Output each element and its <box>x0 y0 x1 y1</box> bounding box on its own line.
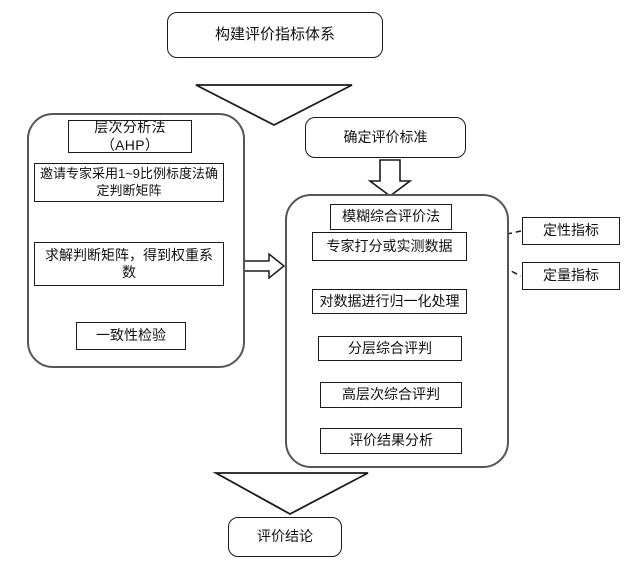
node-define-criteria[interactable]: 确定评价标准 <box>305 117 466 158</box>
node-fuzzy-step-5[interactable]: 评价结果分析 <box>320 428 462 454</box>
node-fuzzy-step-4[interactable]: 高层次综合评判 <box>320 382 462 408</box>
node-ahp-step-2[interactable]: 求解判断矩阵，得到权重系数 <box>34 242 224 286</box>
node-label: 评价结论 <box>257 528 313 545</box>
criteria-block-arrow-down <box>367 159 413 197</box>
node-qualitative-indicator[interactable]: 定性指标 <box>522 217 620 245</box>
node-fuzzy-step-3[interactable]: 分层综合评判 <box>318 336 462 361</box>
node-label: 一致性检验 <box>96 327 166 344</box>
node-label: 分层综合评判 <box>348 339 432 356</box>
node-ahp-step-3[interactable]: 一致性检验 <box>76 322 186 350</box>
node-build-index-system[interactable]: 构建评价指标体系 <box>167 12 383 58</box>
node-label: 定性指标 <box>543 222 599 239</box>
node-label: 定量指标 <box>543 267 599 284</box>
node-fuzzy-step-2[interactable]: 对数据进行归一化处理 <box>312 289 467 314</box>
node-label: 对数据进行归一化处理 <box>319 292 460 309</box>
node-label: 评价结果分析 <box>349 432 433 449</box>
node-label: 确定评价标准 <box>343 128 428 145</box>
node-label: 模糊综合评价法 <box>342 208 440 225</box>
node-evaluation-conclusion[interactable]: 评价结论 <box>228 517 342 557</box>
node-fuzzy-title[interactable]: 模糊综合评价法 <box>330 204 452 230</box>
node-label: 求解判断矩阵，得到权重系数 <box>45 246 213 281</box>
node-label: 构建评价指标体系 <box>214 25 335 43</box>
bottom-triangle-arrow <box>212 472 369 516</box>
node-label: 邀请专家采用1~9比例标度法确定判断矩阵 <box>39 166 219 198</box>
node-label: 高层次综合评判 <box>342 386 440 403</box>
node-fuzzy-step-1[interactable]: 专家打分或实测数据 <box>312 232 467 261</box>
node-ahp-step-1[interactable]: 邀请专家采用1~9比例标度法确定判断矩阵 <box>34 163 224 202</box>
node-label: 专家打分或实测数据 <box>326 237 453 254</box>
node-ahp-title[interactable]: 层次分析法（AHP） <box>68 119 192 153</box>
node-label: 层次分析法（AHP） <box>94 119 166 153</box>
node-quantitative-indicator[interactable]: 定量指标 <box>522 262 620 290</box>
